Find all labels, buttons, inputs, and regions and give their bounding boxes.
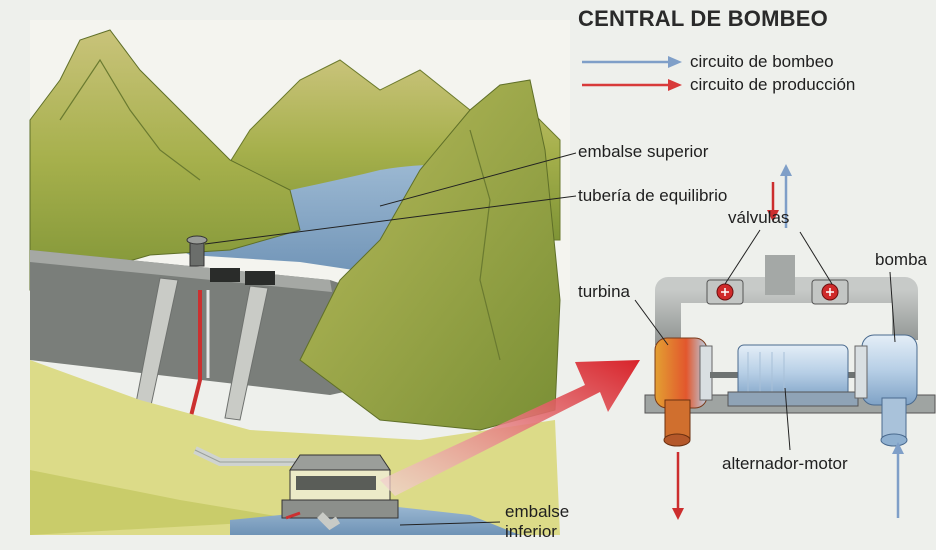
alternator-motor: [727, 344, 859, 407]
big-arrow: [380, 360, 640, 496]
label-upper-reservoir: embalse superior: [578, 142, 709, 161]
pump: [854, 334, 918, 447]
legend-pumping-arrow: [582, 56, 682, 68]
lower-reservoir: [230, 505, 520, 535]
legend-production-label: circuito de producción: [690, 75, 856, 94]
label-pump: bomba: [875, 250, 927, 269]
powerhouse: [281, 454, 399, 531]
legend-production-arrow: [582, 79, 682, 91]
right-mountain: [299, 79, 561, 431]
label-surge-pipe: tubería de equilibrio: [578, 186, 728, 205]
page-title: CENTRAL DE BOMBEO: [578, 6, 828, 31]
label-lower-reservoir-2: inferior: [505, 522, 557, 541]
label-valves: válvulas: [728, 208, 790, 227]
flow-arrows: [672, 164, 904, 520]
leader-lines: [204, 152, 896, 526]
label-turbine: turbina: [578, 282, 630, 301]
turbine: [654, 337, 713, 447]
left-mountain: [29, 29, 301, 291]
label-motor: alternador-motor: [722, 454, 848, 473]
valve-left: [706, 279, 744, 305]
pipe-loop: [655, 255, 918, 345]
valve-right: [811, 279, 849, 305]
label-lower-reservoir-1: embalse: [505, 502, 570, 521]
legend-pumping-label: circuito de bombeo: [690, 52, 834, 71]
ground: [30, 360, 560, 535]
